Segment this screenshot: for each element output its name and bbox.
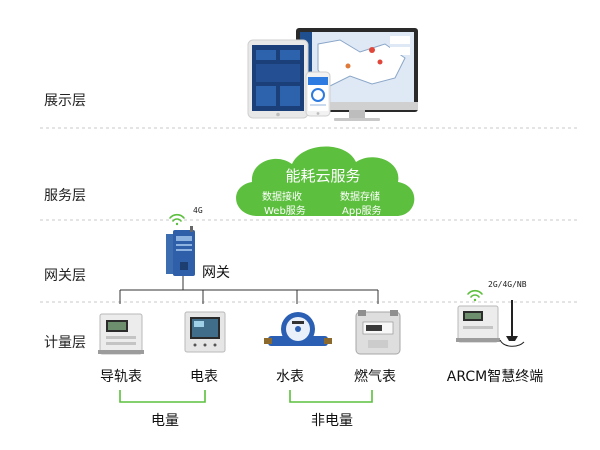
gas-meter-icon xyxy=(355,310,401,355)
layer-label-metering: 计量层 xyxy=(44,335,86,351)
gateway-network-tag: 4G xyxy=(193,206,203,215)
device-label-gas-meter: 燃气表 xyxy=(354,369,396,385)
gateway-device-icon xyxy=(166,226,195,276)
cloud-item-web-service: Web服务 xyxy=(264,206,306,217)
cloud-shape xyxy=(236,146,415,216)
device-label-rail-meter: 导轨表 xyxy=(100,369,142,385)
group-label-electric: 电量 xyxy=(151,413,179,429)
gateway-wifi-icon xyxy=(169,213,185,226)
tablet-icon xyxy=(247,39,309,119)
bus-lines xyxy=(119,276,379,304)
terminal-wifi-icon xyxy=(467,289,483,302)
layer-label-display: 展示层 xyxy=(44,93,86,109)
cloud-item-data-receive: 数据接收 xyxy=(262,192,302,203)
layer-label-service: 服务层 xyxy=(44,188,86,204)
non-electric-bracket xyxy=(289,390,373,403)
arcm-terminal-icon xyxy=(456,300,525,347)
group-label-non-electric: 非电量 xyxy=(311,413,353,429)
layer-label-gateway: 网关层 xyxy=(44,268,86,284)
rail-meter-icon xyxy=(98,313,144,355)
cloud-item-data-storage: 数据存储 xyxy=(340,192,380,203)
electric-meter-icon xyxy=(184,311,226,353)
phone-icon xyxy=(305,71,331,117)
water-meter-icon xyxy=(264,312,332,346)
terminal-network-tag: 2G/4G/NB xyxy=(488,280,527,289)
device-label-electric-meter: 电表 xyxy=(190,369,218,385)
device-label-water-meter: 水表 xyxy=(276,369,304,385)
cloud-title: 能耗云服务 xyxy=(285,167,361,185)
terminal-label: ARCM智慧终端 xyxy=(446,369,544,385)
gateway-label: 网关 xyxy=(202,265,230,281)
cloud-item-app-service: App服务 xyxy=(342,206,382,217)
electric-bracket xyxy=(119,390,206,403)
